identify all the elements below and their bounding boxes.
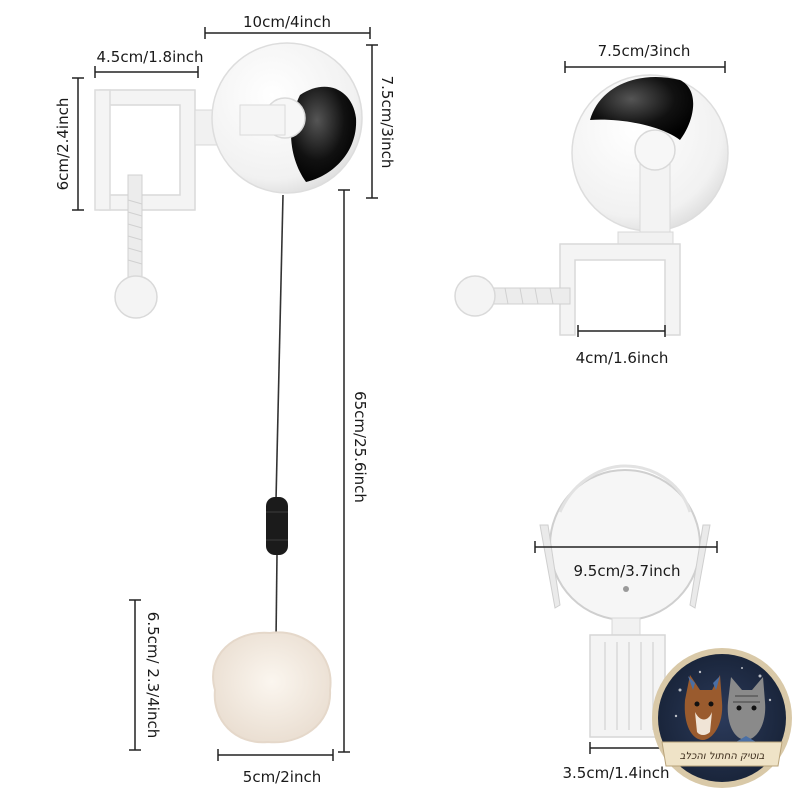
- brand-logo-text: בוטיק החתול והכלב: [680, 751, 765, 762]
- right-top-device: [454, 74, 729, 336]
- dimension-label-base-width: 3.5cm/1.4inch: [562, 764, 669, 782]
- brand-logo: בוטיק החתול והכלב: [652, 648, 792, 788]
- dimension-label-ball-height: 7.5cm/3inch: [378, 76, 396, 169]
- dimension-lines: [72, 27, 726, 761]
- right-bottom-device: [539, 464, 711, 738]
- left-device: [94, 42, 363, 744]
- dimension-label-ball-diameter: 9.5cm/3.7inch: [573, 562, 680, 580]
- dimension-label-cord-length: 65cm/25.6inch: [351, 391, 369, 503]
- dimension-label-pompom-width: 5cm/2inch: [243, 768, 321, 786]
- dimension-label-clamp-width: 4.5cm/1.8inch: [96, 48, 203, 66]
- dimension-label-ball-width: 7.5cm/3inch: [598, 42, 691, 60]
- dimension-label-pompom-height: 6.5cm/ 2.3/4inch: [144, 612, 162, 738]
- dimension-label-clamp-opening: 4cm/1.6inch: [576, 349, 669, 367]
- dimension-label-total-width: 10cm/4inch: [243, 13, 331, 31]
- dimension-label-clamp-height: 6cm/2.4inch: [54, 98, 72, 191]
